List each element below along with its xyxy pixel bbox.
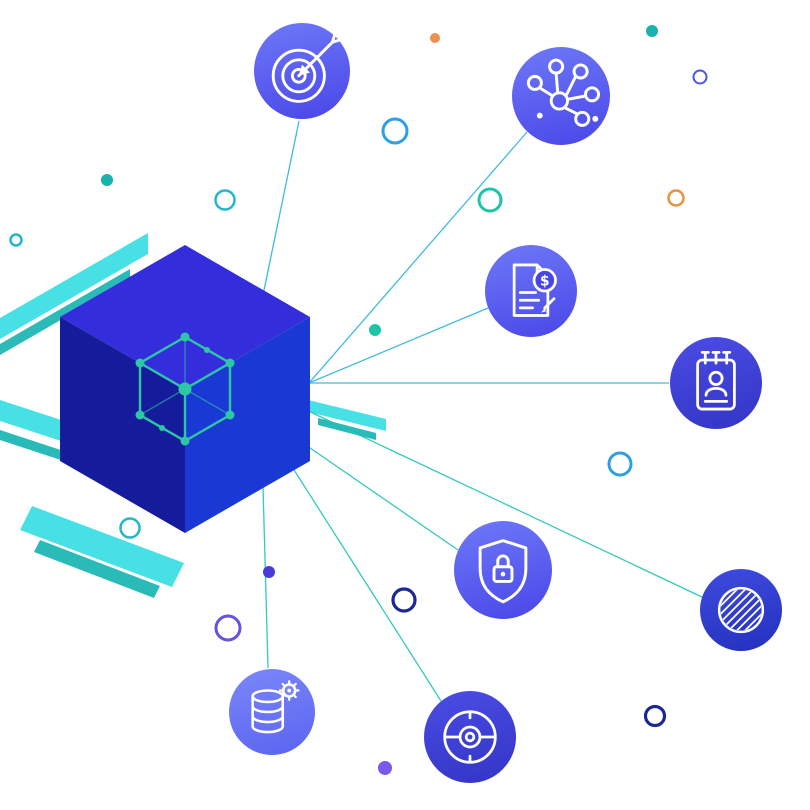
ring-teal-icon bbox=[9, 233, 23, 247]
ring-orange-icon bbox=[667, 189, 685, 207]
ring-green-icon bbox=[477, 187, 503, 213]
node-globe bbox=[424, 691, 516, 783]
node-contacts bbox=[670, 337, 762, 429]
dollar-badge: $ bbox=[540, 274, 550, 290]
line-to-security bbox=[283, 429, 459, 551]
dot-indigo-icon bbox=[263, 566, 275, 578]
line-to-sphere bbox=[284, 399, 703, 598]
node-target bbox=[254, 23, 350, 119]
hatched-sphere-icon bbox=[717, 586, 765, 634]
notepad-user-icon bbox=[696, 350, 736, 411]
decorative-rings-and-dots bbox=[9, 25, 708, 775]
dot-purple-icon bbox=[378, 761, 392, 775]
ring-navy-icon bbox=[643, 704, 667, 728]
dot-teal-icon bbox=[646, 25, 658, 37]
node-sphere bbox=[700, 569, 782, 651]
node-network bbox=[512, 47, 610, 145]
database-gear-icon bbox=[251, 680, 300, 734]
node-contract: $ bbox=[485, 245, 577, 337]
line-to-network bbox=[308, 131, 528, 384]
ring-blue-icon bbox=[381, 117, 409, 145]
network-nodes-icon bbox=[526, 58, 601, 127]
dot-teal-icon bbox=[101, 174, 113, 186]
ring-teal-icon bbox=[214, 189, 236, 211]
ring-purple-icon bbox=[214, 614, 242, 642]
ring-teal-icon bbox=[119, 517, 141, 539]
line-to-globe bbox=[274, 439, 442, 702]
globe-lens-icon bbox=[443, 710, 497, 764]
ring-navy-icon bbox=[391, 587, 417, 613]
node-database bbox=[229, 669, 315, 755]
target-arrow-icon bbox=[271, 32, 342, 103]
shield-lock-icon bbox=[478, 539, 528, 604]
dot-orange-icon bbox=[430, 33, 440, 43]
line-to-target bbox=[261, 120, 300, 301]
blockchain-wireframe-icon bbox=[135, 332, 235, 446]
dot-green-icon bbox=[369, 324, 381, 336]
ring-blue-icon bbox=[607, 451, 633, 477]
central-cube bbox=[60, 245, 310, 533]
document-dollar-icon: $ bbox=[512, 263, 557, 317]
line-to-contract bbox=[308, 307, 489, 384]
connection-lines bbox=[261, 120, 703, 702]
node-security bbox=[454, 521, 552, 619]
ring-indigo-icon bbox=[692, 69, 708, 85]
